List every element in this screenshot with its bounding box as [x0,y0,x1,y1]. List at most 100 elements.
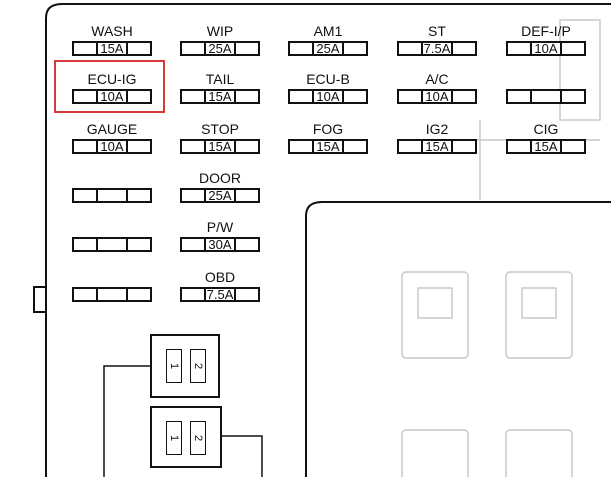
fuse-terminal [126,188,138,203]
fuse-slot [72,237,152,252]
fuse-label: ECU-IG [87,71,137,87]
fuse-slot [506,89,586,104]
fuse-label: STOP [201,121,239,137]
fuse-terminal [302,89,314,104]
fuse-terminal [194,188,206,203]
fuse-rating: 15A [100,41,124,56]
fuse-terminal [126,41,138,56]
fuse-slot: 15A [180,139,260,154]
fuse-terminal [451,89,463,104]
fuse-label: AM1 [313,23,343,39]
fuse-terminal [126,89,138,104]
fuse-rating: 15A [208,139,232,154]
fuse-terminal [194,89,206,104]
fuse-terminal [342,139,354,154]
fuse-terminal [560,139,572,154]
fuse-terminal [234,237,246,252]
fuse-terminal [194,139,206,154]
relay-2-pin-2: 2 [190,421,206,455]
fuse-slot: 15A [72,41,152,56]
fuse-label: OBD [204,269,236,285]
fuse-terminal [234,139,246,154]
fuse-terminal [194,41,206,56]
fuse-terminal [194,287,206,302]
fuse-terminal [342,41,354,56]
fuse-label: WIP [206,23,234,39]
fuse-label: IG2 [425,121,449,137]
fuse-slot [72,287,152,302]
fuse-label: WASH [91,23,133,39]
relay-2: 1 2 [150,406,222,468]
fuse-terminal [520,41,532,56]
fuse-terminal [234,89,246,104]
fuse-label: FOG [312,121,344,137]
fuse-terminal [302,41,314,56]
fuse-terminal [302,139,314,154]
fuse-slot: 10A [72,139,152,154]
fuse-rating: 7.5A [423,41,451,56]
fuse-terminal [86,89,98,104]
fuse-slot: 25A [180,41,260,56]
fuse-label: A/C [425,71,449,87]
relay-2-pin-1: 1 [166,421,182,455]
fuse-label: ECU-B [306,71,350,87]
fuse-slot: 15A [397,139,477,154]
fuse-slot: 25A [288,41,368,56]
fuse-slot: 10A [72,89,152,104]
relay-1-pin-1: 1 [166,349,182,383]
fuse-label: TAIL [205,71,235,87]
fuse-slot: 7.5A [180,287,260,302]
fuse-terminal [520,89,532,104]
fuse-slot: 30A [180,237,260,252]
fuse-rating: 10A [316,89,340,104]
fuse-slot: 25A [180,188,260,203]
fuse-rating: 25A [316,41,340,56]
fuse-terminal [126,139,138,154]
fuse-slot [72,188,152,203]
fuse-terminal [194,237,206,252]
fuse-terminal [126,237,138,252]
fuse-terminal [86,237,98,252]
fuse-terminal [126,287,138,302]
fuse-terminal [411,41,423,56]
fuse-terminal [234,287,246,302]
relay-1-pin-2: 2 [190,349,206,383]
fuse-rating: 25A [208,41,232,56]
fuse-terminal [86,41,98,56]
fuse-terminal [234,41,246,56]
fuse-label: CIG [533,121,559,137]
fuse-rating: 10A [100,89,124,104]
fuse-terminal [86,287,98,302]
fuse-label: DOOR [199,170,241,186]
relay-1: 1 2 [150,334,220,398]
fuse-rating: 15A [425,139,449,154]
fuse-terminal [520,139,532,154]
fuse-terminal [86,139,98,154]
fuse-label: P/W [206,219,234,235]
fuse-rating: 10A [425,89,449,104]
fuse-slot: 15A [180,89,260,104]
fuse-terminal [451,139,463,154]
fuse-slot: 10A [397,89,477,104]
fuse-terminal [451,41,463,56]
fuse-terminal [560,41,572,56]
fuse-slot: 10A [288,89,368,104]
highlight-box [54,60,165,113]
fuse-slot: 15A [288,139,368,154]
fuse-terminal [342,89,354,104]
fuse-label: GAUGE [86,121,138,137]
fuse-slot: 10A [506,41,586,56]
fuse-terminal [411,89,423,104]
fuse-label: DEF-I/P [521,23,571,39]
fuse-terminal [411,139,423,154]
fuse-slot: 7.5A [397,41,477,56]
fuse-rating: 15A [208,89,232,104]
fuse-terminal [560,89,572,104]
fuse-rating: 15A [534,139,558,154]
fuse-rating: 15A [316,139,340,154]
fuse-label: ST [428,23,446,39]
fuse-rating: 7.5A [206,287,234,302]
fuse-slot: 15A [506,139,586,154]
